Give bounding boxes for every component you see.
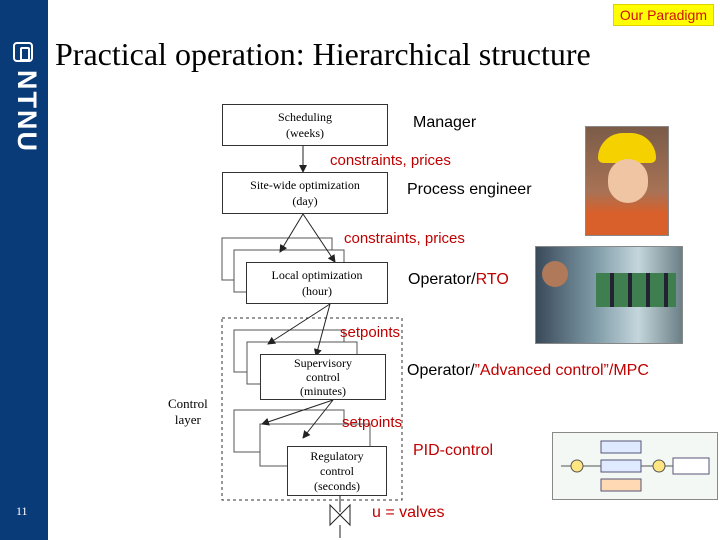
page-number: 11: [16, 504, 28, 518]
role-manager: Manager: [413, 114, 477, 131]
ntnu-logo-icon: [13, 42, 33, 62]
layer-supervisory: Supervisory control (minutes): [260, 354, 386, 400]
monitor-bank-icon: [596, 273, 676, 307]
layer-regulatory: Regulatory control (seconds): [287, 446, 387, 496]
role-process-engineer: Process engineer: [407, 181, 532, 198]
operator-icon: [542, 261, 568, 287]
layer-scheduling: Scheduling (weeks): [222, 104, 388, 146]
flow-setpoints-1: setpoints: [340, 324, 401, 341]
control-room-photo: [535, 246, 683, 344]
flow-valves: u = valves: [372, 504, 445, 521]
sidebar: NTNU 11: [0, 0, 48, 540]
flow-setpoints-2: setpoints: [342, 414, 403, 431]
arrow-7: [302, 399, 334, 439]
arrow-5: [313, 303, 331, 357]
page-title: Practical operation: Hierarchical struct…: [55, 36, 591, 72]
role-operator-rto: Operator/RTO: [408, 271, 509, 288]
ntnu-logo-text: NTNU: [12, 70, 42, 153]
role-operator-mpc: Operator/”Advanced control”/MPC: [407, 362, 649, 379]
flow-constraints-1: constraints, prices: [330, 152, 451, 169]
valve-icon: [329, 503, 351, 527]
arrow-2: [279, 213, 304, 253]
layer-local-optimization: Local optimization (hour): [246, 262, 388, 304]
arrow-6: [261, 399, 334, 426]
paradigm-badge: Our Paradigm: [612, 4, 714, 26]
face-icon: [608, 159, 648, 203]
role-pid: PID-control: [413, 442, 494, 459]
control-layer-label: Control layer: [168, 396, 208, 427]
arrow-4: [267, 303, 331, 345]
hard-hat-icon: [598, 133, 656, 163]
pid-diagram-svg: [561, 440, 710, 492]
arrow-3: [302, 213, 336, 263]
layer-site-wide: Site-wide optimization (day): [222, 172, 388, 214]
pid-block-diagram: [552, 432, 718, 500]
control-layer-frame: [221, 317, 403, 501]
engineer-photo: [585, 126, 669, 236]
flow-constraints-2: constraints, prices: [344, 230, 465, 247]
